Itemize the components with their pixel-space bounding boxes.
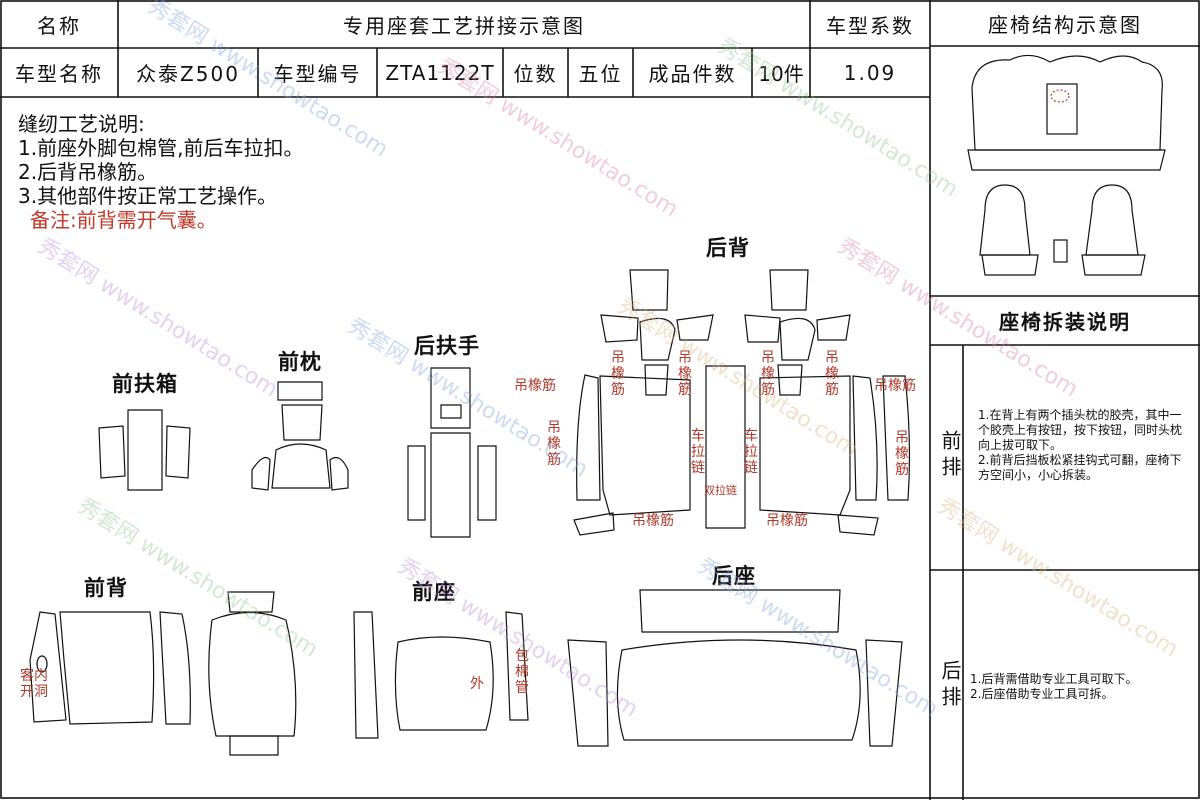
section-rear-back: 后背 <box>706 236 750 260</box>
annotation-elastic: 吊橡筋 <box>895 430 909 478</box>
front-row-label: 前排 <box>938 430 962 482</box>
notes-item: 2.后背吊橡筋。 <box>18 160 158 184</box>
structure-title: 座椅结构示意图 <box>988 12 1142 37</box>
annotation-elastic: 吊橡筋 <box>825 350 839 398</box>
notes-item: 1.前座外脚包棉管,前后车拉扣。 <box>18 136 304 160</box>
section-front-seat: 前座 <box>412 580 456 604</box>
front-back-pieces <box>29 591 297 756</box>
annotation-dual-zipper: 双拉链 <box>704 484 737 497</box>
annotation-elastic: 吊橡筋 <box>547 420 561 468</box>
pieces-value: 10件 <box>758 62 804 86</box>
seats-value: 五位 <box>578 62 623 86</box>
annotation-passenger-hole: 客内开洞 <box>20 668 48 700</box>
disassembly-title: 座椅拆装说明 <box>999 310 1131 334</box>
section-front-back: 前背 <box>84 576 128 600</box>
front-seat-pieces <box>353 611 529 739</box>
section-front-headrest: 前枕 <box>278 350 322 374</box>
seat-structure-illustration <box>967 54 1166 276</box>
front-row-text: 1.在背上有两个插头枕的胶壳，其中一个胶壳上有按钮，按下按钮，同时头枕向上拔可取… <box>978 408 1183 482</box>
annotation-elastic: 吊橡筋 <box>632 513 674 529</box>
annotation-zipper: 车拉链 <box>744 428 758 476</box>
notes-remark: 备注:前背需开气囊。 <box>30 208 217 232</box>
rear-row-text: 1.后背需借助专业工具可取下。 2.后座借助专业工具可拆。 <box>970 672 1138 701</box>
front-armrest-pieces <box>98 409 191 491</box>
notes-item: 3.其他部件按正常工艺操作。 <box>18 184 278 208</box>
annotation-zipper: 车拉链 <box>691 428 705 476</box>
sewing-notes: 缝纫工艺说明: 1.前座外脚包棉管,前后车拉扣。 2.后背吊橡筋。 3.其他部件… <box>18 112 303 232</box>
annotation-elastic: 吊橡筋 <box>874 378 916 394</box>
annotation-elastic: 吊橡筋 <box>766 513 808 529</box>
model-name-value: 众泰Z500 <box>136 62 240 86</box>
coef-label: 车型系数 <box>826 13 914 38</box>
rear-back-pieces <box>573 269 911 536</box>
annotation-cotton-tube: 包棉管 <box>515 648 529 696</box>
model-code-value: ZTA1122T <box>385 60 495 85</box>
rear-armrest-pieces <box>407 367 497 538</box>
rear-seat-pieces <box>567 589 903 747</box>
annotation-elastic: 吊橡筋 <box>611 350 625 398</box>
name-label: 名称 <box>37 13 81 38</box>
section-rear-armrest: 后扶手 <box>414 334 480 358</box>
section-front-armrest: 前扶箱 <box>112 372 178 396</box>
notes-title: 缝纫工艺说明: <box>18 112 145 136</box>
sheet-title: 专用座套工艺拼接示意图 <box>343 13 585 38</box>
seats-label: 位数 <box>513 62 558 86</box>
model-name-label: 车型名称 <box>15 62 103 86</box>
pieces-label: 成品件数 <box>648 62 737 86</box>
front-headrest-pieces <box>251 381 349 491</box>
annotation-elastic: 吊橡筋 <box>761 350 775 398</box>
coef-value: 1.09 <box>843 60 897 85</box>
annotation-outer: 外 <box>470 676 484 692</box>
model-code-label: 车型编号 <box>273 62 362 86</box>
rear-row-label: 后排 <box>938 660 962 712</box>
annotation-elastic: 吊橡筋 <box>678 350 692 398</box>
section-rear-seat: 后座 <box>712 564 756 588</box>
annotation-elastic: 吊橡筋 <box>514 378 556 394</box>
